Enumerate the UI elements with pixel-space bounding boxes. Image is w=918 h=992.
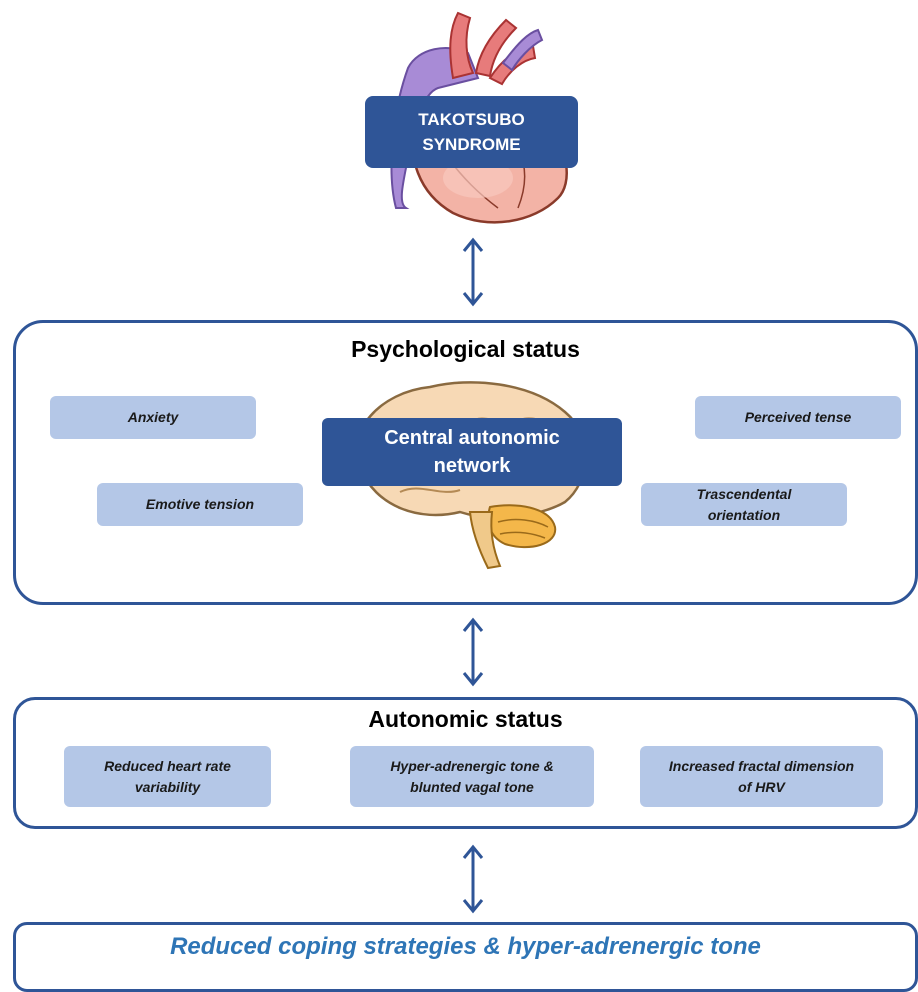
autonomic-item-hrv: Reduced heart rate variability — [64, 746, 271, 807]
coping-strategies-text: Reduced coping strategies & hyper-adrene… — [170, 933, 761, 960]
autonomic-item-line2: of HRV — [738, 778, 785, 795]
autonomic-item-line2: variability — [134, 778, 201, 795]
psychological-status-title: Psychological status — [351, 336, 580, 362]
autonomic-item-line1: Hyper-adrenergic tone & — [390, 758, 554, 775]
central-network-line2: network — [433, 455, 511, 477]
autonomic-item-line1: Increased fractal dimension — [668, 758, 855, 775]
trascendental-line1: Trascendental — [696, 486, 792, 503]
bidirectional-arrow-icon — [458, 236, 488, 308]
anxiety-label: Anxiety — [127, 409, 179, 426]
takotsubo-syndrome-box: TAKOTSUBO SYNDROME — [365, 96, 578, 168]
autonomic-item-fractal: Increased fractal dimension of HRV — [640, 746, 883, 807]
bidirectional-arrow-icon — [458, 843, 488, 915]
takotsubo-title-line2: SYNDROME — [422, 135, 521, 154]
perceived-tense-label: Perceived tense — [744, 409, 852, 426]
emotive-tension-box: Emotive tension — [97, 483, 303, 526]
trascendental-line2: orientation — [707, 506, 781, 523]
takotsubo-title-line1: TAKOTSUBO — [418, 109, 525, 129]
autonomic-status-title: Autonomic status — [368, 706, 563, 732]
autonomic-item-line2: blunted vagal tone — [410, 778, 534, 795]
central-autonomic-network-box: Central autonomic network — [322, 418, 622, 486]
autonomic-item-adrenergic: Hyper-adrenergic tone & blunted vagal to… — [350, 746, 594, 807]
emotive-tension-label: Emotive tension — [145, 496, 255, 513]
anxiety-box: Anxiety — [50, 396, 256, 439]
central-network-line1: Central autonomic — [384, 427, 560, 449]
autonomic-item-line1: Reduced heart rate — [104, 758, 231, 775]
bidirectional-arrow-icon — [458, 616, 488, 688]
perceived-tense-box: Perceived tense — [695, 396, 901, 439]
trascendental-orientation-box: Trascendental orientation — [641, 483, 847, 526]
